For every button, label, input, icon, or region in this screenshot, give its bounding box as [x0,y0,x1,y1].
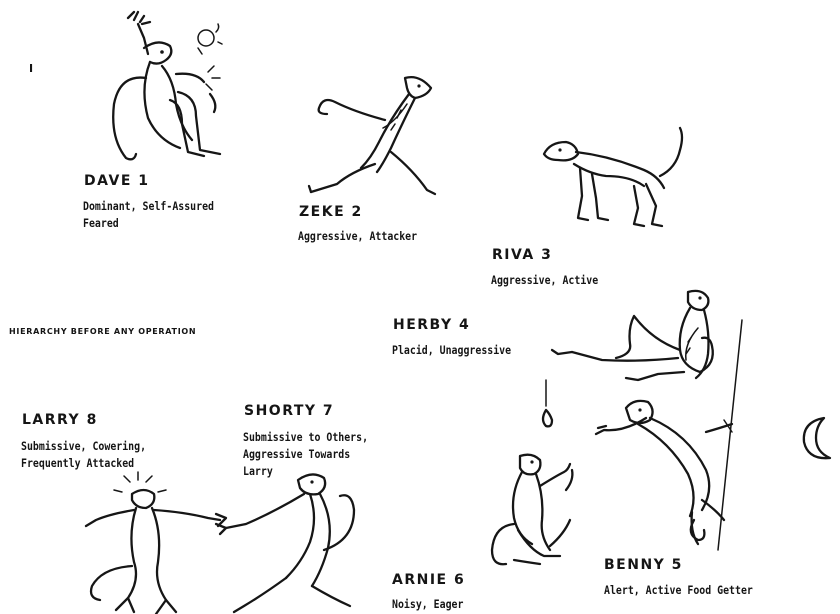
larry-cowering-monkey-icon [80,470,230,614]
food-pellet-icon [538,380,558,430]
monkey-traits-arnie: Noisy, Eager [392,596,463,613]
monkey-traits-herby: Placid, Unaggressive [392,342,511,359]
benny-climbing-monkey-icon [594,320,754,550]
monkey-name-benny: BENNY 5 [604,558,683,572]
trait-line: Submissive to Others, [243,429,368,446]
crescent-food-icon [798,412,840,466]
zeke-lunging-monkey-icon [305,68,445,198]
monkey-traits-dave: Dominant, Self-Assured Feared [83,198,214,232]
trait-line: Alert, Active Food Getter [604,582,753,599]
monkey-name-shorty: SHORTY 7 [244,404,334,418]
trait-line: Submissive, Cowering, [21,438,146,455]
monkey-name-riva: RIVA 3 [492,248,552,262]
trait-line: Feared [83,215,214,232]
monkey-name-larry: LARRY 8 [22,413,98,427]
monkey-traits-larry: Submissive, Cowering, Frequently Attacke… [21,438,146,472]
trait-line: Aggressive Towards [243,446,368,463]
trait-line: Aggressive, Active [491,272,598,289]
trait-line: Aggressive, Attacker [298,228,417,245]
monkey-traits-zeke: Aggressive, Attacker [298,228,417,245]
arnie-crouching-monkey-icon [470,450,590,570]
dave-seated-monkey-icon [100,8,240,168]
monkey-traits-riva: Aggressive, Active [491,272,598,289]
page-marker: I [29,62,34,75]
monkey-name-arnie: ARNIE 6 [392,573,465,587]
diagram-heading: HIERARCHY BEFORE ANY OPERATION [9,327,196,336]
riva-standing-monkey-icon [540,126,700,236]
trait-line: Placid, Unaggressive [392,342,511,359]
shorty-attacking-monkey-icon [214,466,364,614]
trait-line: Dominant, Self-Assured [83,198,214,215]
monkey-name-dave: DAVE 1 [84,174,150,188]
monkey-traits-benny: Alert, Active Food Getter [604,582,753,599]
trait-line: Noisy, Eager [392,596,463,613]
monkey-name-herby: HERBY 4 [393,318,470,332]
monkey-name-zeke: ZEKE 2 [299,205,363,219]
